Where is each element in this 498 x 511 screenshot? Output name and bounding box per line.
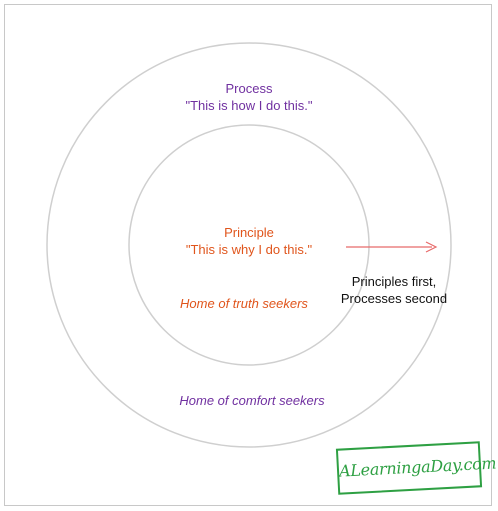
- inner-ring-principle: [128, 124, 370, 366]
- principle-quote: "This is why I do this.": [185, 242, 313, 257]
- principle-title: Principle: [224, 225, 274, 240]
- outer-ring-process: [46, 42, 452, 448]
- site-logo: ALearningaDay.com: [335, 441, 497, 495]
- annotation-line-1: Principles first,: [351, 274, 437, 289]
- process-title: Process: [225, 81, 273, 96]
- truth-seekers-label: Home of truth seekers: [180, 296, 308, 311]
- process-quote: "This is how I do this.": [185, 98, 313, 113]
- principles-arrow-head: [425, 241, 438, 253]
- diagram-frame: [4, 4, 492, 506]
- comfort-seekers-label: Home of comfort seekers: [179, 393, 325, 408]
- annotation-line-2: Processes second: [340, 291, 448, 306]
